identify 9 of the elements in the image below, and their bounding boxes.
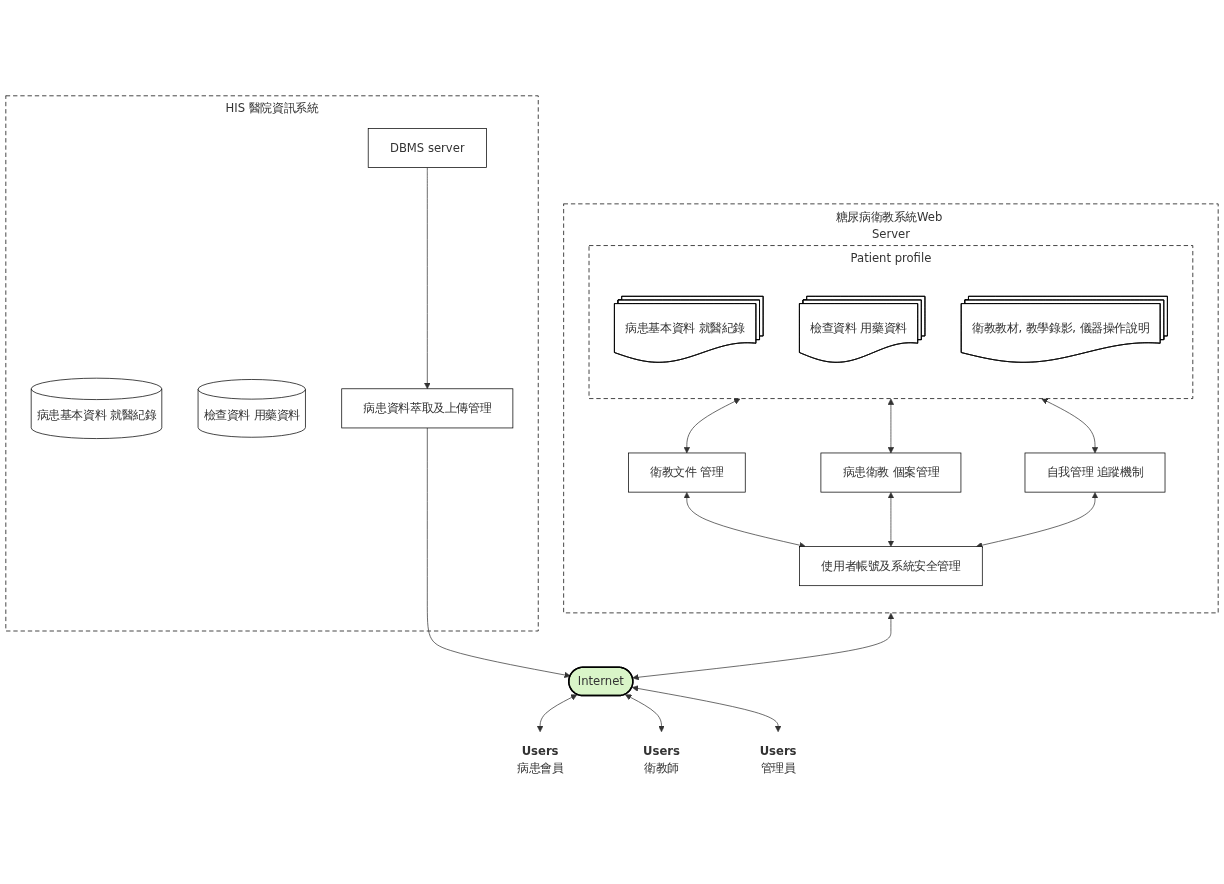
node-box: 衛教文件 管理 bbox=[628, 452, 746, 493]
node-box: 自我管理 追蹤機制 bbox=[1024, 452, 1166, 493]
node-box: 病患衛教 個案管理 bbox=[820, 452, 962, 493]
node-text: Users 病患會員 bbox=[516, 744, 564, 776]
node-box: DBMS server bbox=[367, 127, 487, 168]
node-text: Users 管理員 bbox=[759, 744, 797, 776]
node-box: 病患資料萃取及上傳管理 bbox=[341, 388, 514, 429]
node-box: 使用者帳號及系統安全管理 bbox=[799, 546, 983, 586]
node-text: Users 衛教師 bbox=[643, 744, 680, 776]
